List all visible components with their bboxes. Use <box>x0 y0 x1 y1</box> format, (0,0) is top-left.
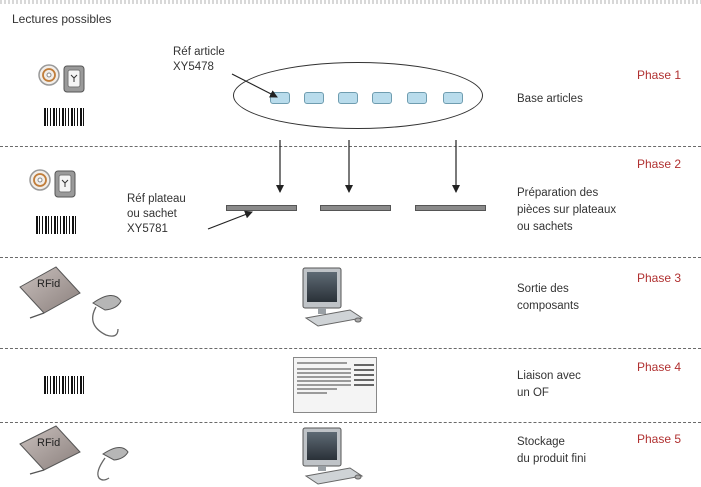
phase-separator <box>0 422 701 423</box>
phase-separator <box>0 146 701 147</box>
phase-5-description: Stockage du produit fini <box>517 436 587 465</box>
article-cell <box>372 92 392 104</box>
phase-separator <box>0 348 701 349</box>
article-cell <box>407 92 427 104</box>
barcode-icon <box>44 108 84 130</box>
computer-icon <box>302 267 364 327</box>
rfid-reader-label: RFid <box>37 278 61 290</box>
tray-bar <box>226 205 297 211</box>
phase-1-label: Phase 1 <box>637 68 682 82</box>
rfid-card-icon <box>54 170 76 198</box>
tray-bar <box>320 205 391 211</box>
phase-4-description: Liaison avec un OF <box>517 370 581 399</box>
top-border <box>0 0 701 4</box>
phase-5-label: Phase 5 <box>637 432 682 446</box>
of-screenshot-icon <box>293 357 377 413</box>
rfid-reader-icon <box>19 266 81 319</box>
rfid-reader-icon <box>19 425 81 475</box>
tray-bar <box>415 205 486 211</box>
phase-separator <box>0 257 701 258</box>
computer-icon <box>302 427 364 485</box>
rfid-reader-label: RFid <box>37 437 61 449</box>
barcode-scanner-icon <box>97 447 129 481</box>
ref-plateau-arrow <box>207 210 253 230</box>
barcode-icon <box>44 376 84 398</box>
barcode-scanner-icon <box>92 295 122 337</box>
ref-plateau-label: Réf plateau ou sachet XY5781 <box>127 193 186 235</box>
rfid-disk-icon <box>29 169 51 191</box>
page-title: Lectures possibles <box>12 12 112 26</box>
article-cell <box>338 92 358 104</box>
phase-4-label: Phase 4 <box>637 360 682 374</box>
rfid-card-icon <box>63 65 85 93</box>
phase-3-description: Sortie des composants <box>517 283 580 312</box>
article-cell <box>270 92 290 104</box>
phase-3-label: Phase 3 <box>637 271 682 285</box>
phase-1-description: Base articles <box>517 93 583 105</box>
ref-article-label: Réf article XY5478 <box>173 46 225 73</box>
barcode-icon <box>36 216 76 238</box>
rfid-disk-icon <box>38 64 60 86</box>
article-cell <box>443 92 463 104</box>
phase-2-description: Préparation des pièces sur plateaux ou s… <box>517 187 617 233</box>
phase-2-label: Phase 2 <box>637 157 682 171</box>
article-cell <box>304 92 324 104</box>
